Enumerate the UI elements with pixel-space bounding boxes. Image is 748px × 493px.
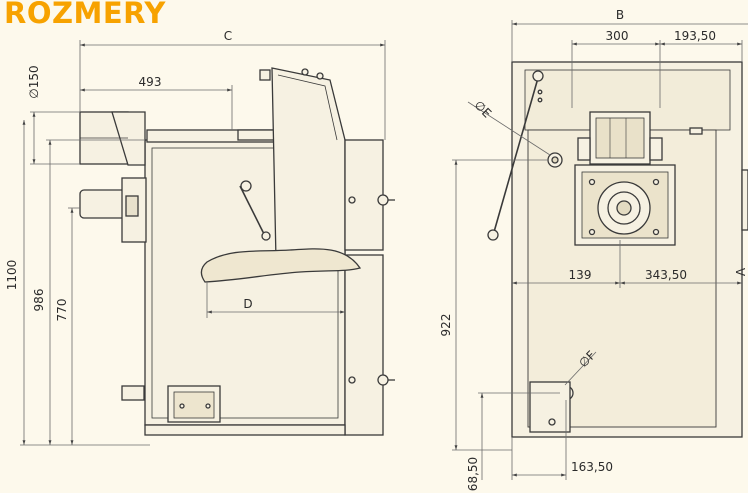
dim-193-label: 193,50 [674,29,716,43]
dim-c-label: C [224,29,232,43]
side-right-panel-bottom [344,254,384,436]
dim-b-label: B [616,8,624,22]
dim-1100-label: 1100 [5,260,19,291]
dim-d-label: D [243,297,252,311]
dim-flue-diameter-label: ∅150 [27,65,41,98]
dim-986-label: 986 [32,289,46,312]
dim-139-label: 139 [569,268,592,282]
dim-300-label: 300 [606,29,629,43]
dim-68-label: 68,50 [466,457,480,491]
dim-493-label: 493 [139,75,162,89]
dim-a-label: A [734,267,748,276]
side-dimensions [20,40,386,446]
side-burner [79,189,127,219]
dim-922-label: 922 [439,314,453,337]
side-view [79,67,395,436]
section-cut [200,248,362,283]
front-dimensions [452,20,748,480]
side-right-panel-top [344,139,384,251]
dim-770-label: 770 [55,299,69,322]
front-view [487,61,748,438]
dim-343-label: 343,50 [645,268,687,282]
dim-163-label: 163,50 [571,460,613,474]
side-hopper [271,67,346,261]
page-title: ROZMERY [4,0,166,30]
